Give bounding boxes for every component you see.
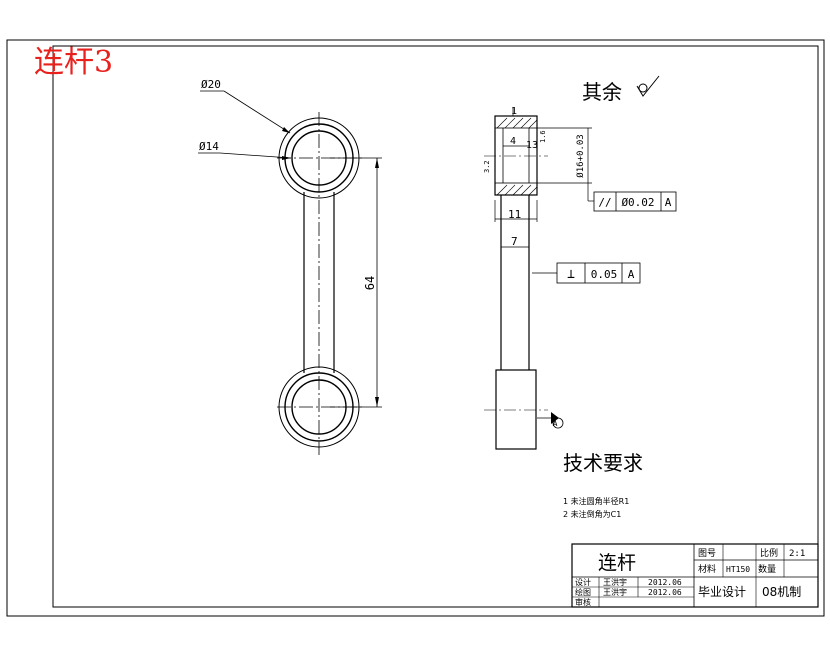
side-dim-7: 7	[511, 235, 518, 248]
outer-border	[6, 39, 825, 617]
part-name: 连杆	[598, 552, 636, 574]
svg-text:2012.06: 2012.06	[648, 578, 682, 587]
svg-text:材料: 材料	[698, 563, 716, 575]
svg-text:2:1: 2:1	[789, 549, 805, 559]
svg-text:2012.06: 2012.06	[648, 588, 682, 597]
roughness-a: 3.2	[483, 160, 491, 173]
inner-diameter-label: Ø14	[199, 140, 219, 153]
tolerance-frame-parallel: // Ø0.02 A	[593, 191, 677, 212]
datum-label: A	[553, 419, 558, 428]
svg-text:审核: 审核	[575, 597, 591, 607]
svg-text:0.05: 0.05	[591, 268, 618, 281]
title-block	[571, 543, 819, 608]
roughness-symbol-icon	[636, 75, 660, 97]
svg-text:王洪宇: 王洪宇	[603, 587, 627, 597]
svg-text:A: A	[665, 196, 672, 209]
tech-requirement-2: 2 未注倒角为C1	[563, 509, 621, 519]
roughness-b: 1.6	[539, 130, 547, 143]
svg-text:HT150: HT150	[726, 565, 750, 574]
project-name: 毕业设计	[698, 585, 746, 599]
parallel-icon: //	[598, 196, 611, 209]
side-dim-11: 11	[508, 208, 521, 221]
side-view	[484, 108, 594, 450]
bore-tolerance-label: Ø16+0.03	[575, 134, 586, 177]
center-distance-label: 64	[363, 276, 377, 290]
side-dim-4: 4	[510, 136, 516, 147]
svg-text:王洪宇: 王洪宇	[603, 577, 627, 587]
tech-requirements-title: 技术要求	[563, 451, 643, 475]
svg-text:绘图: 绘图	[575, 587, 591, 597]
svg-text:比例: 比例	[760, 547, 778, 559]
tech-requirement-1: 1 未注圆角半径R1	[563, 496, 629, 506]
side-dim-13: 13	[526, 140, 538, 151]
svg-text:Ø0.02: Ø0.02	[621, 196, 654, 209]
svg-text:数量: 数量	[758, 563, 776, 575]
front-view	[198, 90, 382, 455]
side-dim-top: 1	[511, 106, 517, 117]
tolerance-frame-perpendicular: ⊥ 0.05 A	[556, 262, 641, 284]
outer-diameter-label: Ø20	[201, 78, 221, 91]
perpendicular-icon: ⊥	[567, 267, 575, 282]
svg-text:图号: 图号	[698, 548, 716, 559]
corner-title: 连杆3	[34, 45, 113, 80]
svg-text:设计: 设计	[575, 577, 591, 587]
inner-border	[52, 45, 819, 608]
class-name: 08机制	[762, 585, 801, 599]
roughness-note: 其余	[582, 80, 622, 104]
svg-text:A: A	[628, 268, 635, 281]
